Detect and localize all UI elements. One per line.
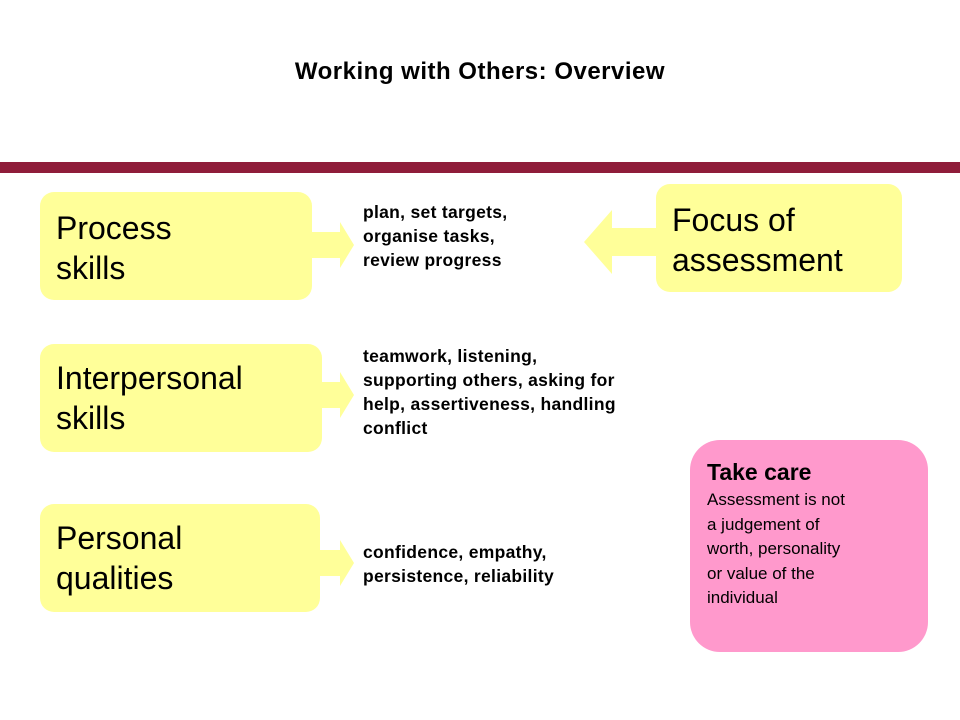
- interpersonal-description-line-2: supporting others, asking for: [363, 370, 615, 390]
- process-description-line-1: plan, set targets,: [363, 202, 508, 222]
- focus-of-assessment-box: Focus of assessment: [656, 184, 902, 292]
- focus-label-line-2: assessment: [672, 242, 843, 278]
- process-arrow-icon: [310, 222, 354, 268]
- process-skills-description: plan, set targets, organise tasks, revie…: [363, 200, 507, 272]
- interpersonal-label-line-1: Interpersonal: [56, 360, 243, 396]
- interpersonal-description-line-1: teamwork, listening,: [363, 346, 538, 366]
- focus-label-line-1: Focus of: [672, 202, 795, 238]
- slide-title: Working with Others: Overview: [294, 58, 666, 85]
- take-care-title: Take care: [707, 459, 812, 485]
- personal-qualities-description: confidence, empathy, persistence, reliab…: [363, 540, 554, 588]
- personal-description-line-1: confidence, empathy,: [363, 542, 547, 562]
- process-skills-label-line-1: Process: [56, 210, 172, 246]
- take-care-line-1: Assessment is not: [707, 490, 845, 509]
- take-care-callout: Take care Assessment is not a judgement …: [690, 440, 928, 652]
- interpersonal-skills-description: teamwork, listening, supporting others, …: [363, 344, 616, 440]
- personal-description-line-2: persistence, reliability: [363, 566, 555, 586]
- take-care-line-5: individual: [707, 588, 778, 607]
- interpersonal-description-line-4: conflict: [363, 418, 428, 438]
- interpersonal-arrow-icon: [320, 372, 354, 418]
- personal-arrow-icon: [318, 540, 354, 586]
- take-care-line-2: a judgement of: [707, 514, 820, 534]
- interpersonal-skills-box: Interpersonal skills: [40, 344, 322, 452]
- interpersonal-description-line-3: help, assertiveness, handling: [363, 394, 616, 414]
- take-care-line-3: worth, personality: [707, 539, 841, 558]
- process-description-line-3: review progress: [363, 250, 502, 270]
- process-skills-box: Process skills: [40, 192, 312, 300]
- personal-label-line-1: Personal: [56, 520, 183, 556]
- interpersonal-label-line-2: skills: [56, 400, 126, 436]
- personal-label-line-2: qualities: [56, 560, 174, 596]
- title-divider: [0, 162, 960, 173]
- focus-arrow-icon: [584, 210, 660, 274]
- process-skills-label-line-2: skills: [56, 250, 126, 286]
- take-care-body: Assessment is not a judgement of worth, …: [707, 488, 912, 611]
- process-description-line-2: organise tasks,: [363, 226, 495, 246]
- personal-qualities-box: Personal qualities: [40, 504, 320, 612]
- take-care-line-4: or value of the: [707, 563, 815, 583]
